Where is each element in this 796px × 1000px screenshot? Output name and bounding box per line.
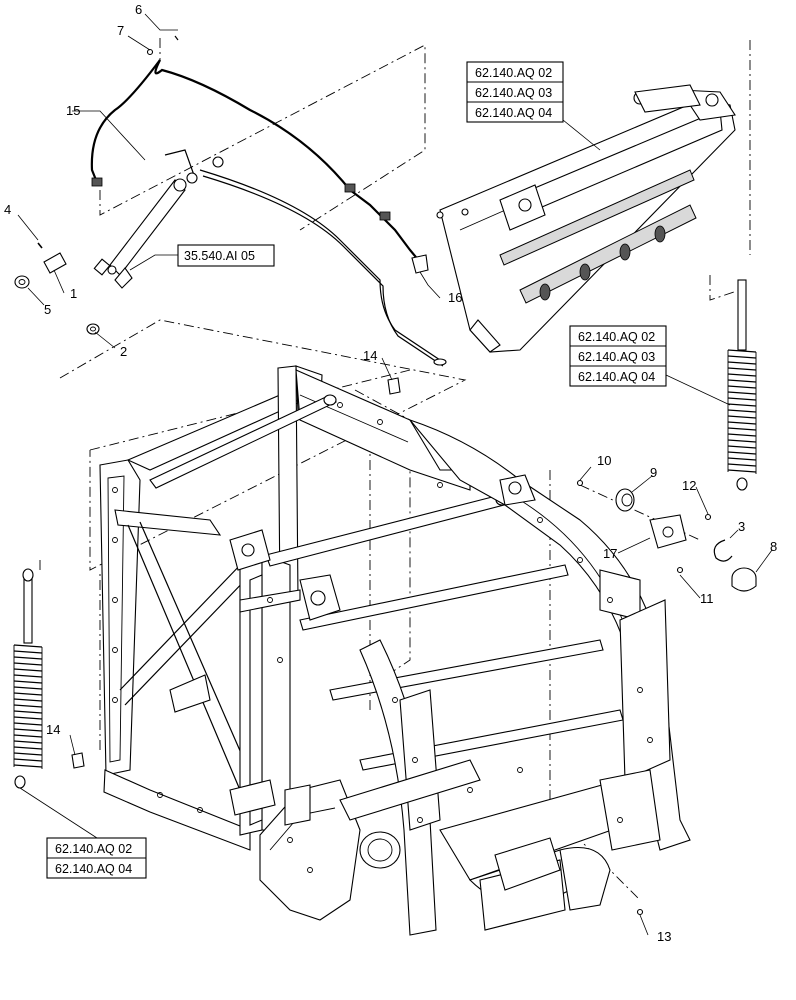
callout-15: 15 xyxy=(66,103,80,118)
callout-3: 3 xyxy=(738,519,745,534)
reference-link[interactable]: 62.140.AQ 02 xyxy=(578,330,655,344)
sensor-cable xyxy=(90,59,421,263)
callout-4: 4 xyxy=(4,202,11,217)
callout-5: 5 xyxy=(44,302,51,317)
small-parts xyxy=(14,35,757,916)
tailgate-spring-right xyxy=(727,279,757,491)
reference-link[interactable]: 62.140.AQ 02 xyxy=(55,842,132,856)
callout-9: 9 xyxy=(650,465,657,480)
reference-link[interactable]: 62.140.AQ 02 xyxy=(475,66,552,80)
main-frame xyxy=(99,365,691,936)
callout-8: 8 xyxy=(770,539,777,554)
leader-lines xyxy=(17,13,773,936)
reference-link[interactable]: 35.540.AI 05 xyxy=(184,249,255,263)
reference-box-mid-right[interactable]: 62.140.AQ 02 62.140.AQ 03 62.140.AQ 04 xyxy=(569,325,667,387)
reference-link[interactable]: 62.140.AQ 04 xyxy=(578,370,655,384)
callout-10: 10 xyxy=(597,453,611,468)
hydraulic-hose xyxy=(199,169,447,367)
callout-7: 7 xyxy=(117,23,124,38)
callout-2: 2 xyxy=(120,344,127,359)
reference-link[interactable]: 62.140.AQ 03 xyxy=(475,86,552,100)
callout-11: 11 xyxy=(700,591,714,606)
callout-14-upper: 14 xyxy=(363,348,377,363)
tailgate-frame xyxy=(436,84,736,353)
reference-box-top-right[interactable]: 62.140.AQ 02 62.140.AQ 03 62.140.AQ 04 xyxy=(466,61,564,123)
callout-numbers: 1 2 3 4 5 6 7 8 9 10 11 12 13 14 14 15 1… xyxy=(4,2,777,944)
reference-link[interactable]: 62.140.AQ 04 xyxy=(475,106,552,120)
reference-box-bottom-left[interactable]: 62.140.AQ 02 62.140.AQ 04 xyxy=(46,837,147,879)
callout-1: 1 xyxy=(70,286,77,301)
callout-17: 17 xyxy=(603,546,617,561)
frame-holes xyxy=(112,402,653,873)
callout-14-lower: 14 xyxy=(46,722,60,737)
hydraulic-cylinder xyxy=(93,149,224,289)
callout-12: 12 xyxy=(682,478,696,493)
callout-6: 6 xyxy=(135,2,142,17)
roller-segments xyxy=(539,225,666,301)
reference-box-hydraulic[interactable]: 35.540.AI 05 xyxy=(177,244,275,267)
reference-link[interactable]: 62.140.AQ 04 xyxy=(55,862,132,876)
tailgate-spring-left xyxy=(13,568,43,789)
reference-link[interactable]: 62.140.AQ 03 xyxy=(578,350,655,364)
callout-16: 16 xyxy=(448,290,462,305)
callout-13: 13 xyxy=(657,929,671,944)
